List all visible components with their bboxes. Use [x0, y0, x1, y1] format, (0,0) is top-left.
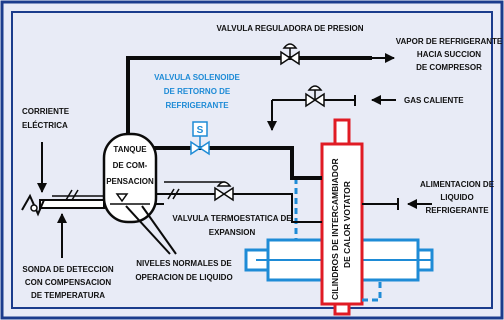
expansion-valve-icon: [214, 181, 234, 202]
supply-label-3: REFRIGERANTE: [425, 206, 489, 215]
current-label-1: CORRIENTE: [22, 107, 70, 116]
levels-callout-line-2: [141, 205, 177, 255]
vapor-label-2: HACIA SUCCION: [417, 50, 481, 59]
tank-label-2: DE COM-: [113, 161, 148, 170]
expansion-label-1: VALVULA TERMOESTATICA DE: [172, 214, 292, 223]
pressure-valve-label: VALVULA REGULADORA DE PRESION: [216, 24, 363, 33]
liquid-level-symbol: [115, 193, 129, 203]
solenoid-label-3: REFRIGERANTE: [165, 101, 229, 110]
levels-label-1: NIVELES NORMALES DE: [136, 259, 232, 268]
supply-label-2: LIQUIDO: [440, 193, 473, 202]
probe-terminal: [30, 204, 38, 212]
expansion-break-2: [172, 188, 180, 200]
heat-exchanger: CILINDROS DE INTERCAMBIADOR DE CALOR VOT…: [244, 118, 434, 316]
solenoid-symbol: S: [197, 125, 204, 136]
exchanger-red-top-cap: [333, 118, 351, 146]
return-pipe: [152, 146, 322, 180]
current-label-2: ELÉCTRICA: [22, 121, 68, 130]
levels-callout-line-1: [125, 205, 171, 255]
probe-wire-break-1: [65, 189, 73, 201]
probe-label-2: CON COMPENSACION: [25, 278, 111, 287]
probe-label-3: DE TEMPERATURA: [31, 291, 105, 300]
levels-label-2: OPERACION DE LIQUIDO: [135, 273, 232, 282]
exchanger-label-1: CILINDROS DE INTERCAMBIADOR: [330, 158, 340, 300]
solenoid-label-2: DE RETORNO DE: [164, 87, 231, 96]
diagram-inner-border: [11, 11, 493, 309]
probe-tube: [39, 199, 105, 209]
hot-gas-valve-icon: [305, 85, 325, 108]
expansion-label-2: EXPANSION: [209, 228, 256, 237]
blue-dashed-line-right: [362, 280, 382, 302]
expansion-break-1: [167, 188, 175, 200]
vapor-label-3: DE COMPRESOR: [416, 63, 482, 72]
vapor-label-1: VAPOR DE REFRIGERANTE: [396, 37, 503, 46]
pressure-valve-icon: [280, 43, 300, 66]
exchanger-label-2: DE CALOR VOTATOR: [342, 181, 352, 268]
tank-label-3: PENSACION: [106, 177, 154, 186]
compensation-tank: [102, 132, 158, 224]
hot-gas-label: GAS CALIENTE: [404, 96, 464, 105]
exchanger-red-bottom-cap: [333, 302, 351, 316]
probe-label-1: SONDA DE DETECCION: [22, 265, 113, 274]
solenoid-label-1: VALVULA SOLENOIDE: [154, 73, 240, 82]
supply-label-1: ALIMENTACION DE: [420, 180, 495, 189]
solenoid-valve-icon: S: [190, 121, 210, 156]
tank-label-1: TANQUE: [113, 145, 147, 154]
probe-wire-break-2: [71, 189, 79, 201]
